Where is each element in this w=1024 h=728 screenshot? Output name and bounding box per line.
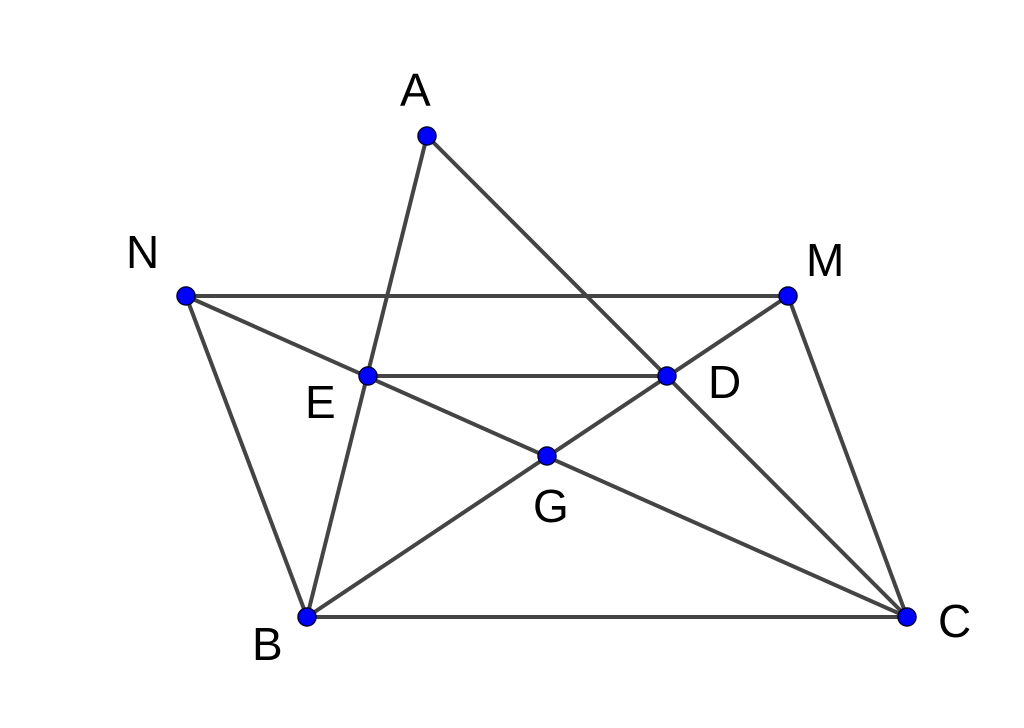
points (176, 126, 917, 627)
point-B[interactable] (297, 607, 317, 627)
label-D: D (708, 356, 741, 408)
point-N[interactable] (176, 286, 196, 306)
point-G[interactable] (537, 446, 557, 466)
label-C: C (938, 595, 971, 647)
segment-MC (786, 294, 909, 619)
segments (184, 134, 909, 619)
point-M[interactable] (778, 286, 798, 306)
label-N: N (126, 226, 159, 278)
point-D[interactable] (657, 366, 677, 386)
point-C[interactable] (897, 607, 917, 627)
label-E: E (305, 376, 336, 428)
point-E[interactable] (358, 366, 378, 386)
labels: A N M E D G B C (126, 64, 971, 670)
point-A[interactable] (417, 126, 437, 146)
label-A: A (400, 64, 431, 116)
segment-NB (184, 294, 309, 619)
label-B: B (252, 618, 283, 670)
label-G: G (533, 480, 569, 532)
label-M: M (806, 234, 844, 286)
